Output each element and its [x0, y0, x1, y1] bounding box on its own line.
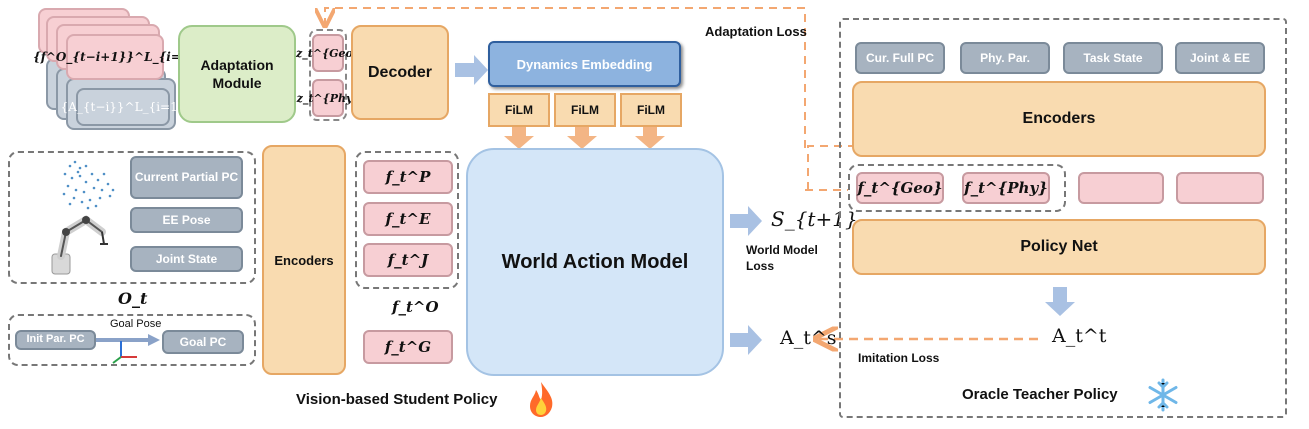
feature-e-label: f_t^E	[385, 210, 431, 228]
teacher-input-label: Joint & EE	[1189, 50, 1250, 65]
decoder-to-dynamics-arrow	[455, 55, 488, 85]
latent-group	[309, 29, 347, 121]
policy-net: Policy Net	[852, 219, 1266, 275]
student-encoders-label: Encoders	[274, 252, 334, 268]
robot-arm-icon	[51, 215, 108, 275]
teacher-encoders: Encoders	[852, 81, 1266, 157]
film-block-2: FiLM	[554, 93, 616, 127]
feature-group-label: f_t^O	[392, 298, 439, 316]
world-action-model: World Action Model	[466, 148, 724, 376]
axes-icon	[112, 341, 137, 364]
feature-p: f_t^P	[363, 160, 453, 194]
snowflake-icon	[1148, 378, 1178, 412]
teacher-feature-4	[1176, 172, 1264, 204]
teacher-policy-label: Oracle Teacher Policy	[962, 386, 1118, 403]
goal-pose-label: Goal Pose	[110, 318, 162, 330]
observation-label: O_t	[118, 289, 148, 308]
feature-j-label: f_t^J	[387, 251, 429, 269]
init-par-pc: Init Par. PC	[15, 330, 96, 350]
film-label: FiLM	[505, 103, 533, 117]
teacher-feature-3	[1078, 172, 1164, 204]
film-block-3: FiLM	[620, 93, 682, 127]
feature-p-label: f_t^P	[385, 168, 431, 186]
imitation-loss-label: Imitation Loss	[858, 351, 940, 365]
teacher-input-phy-par: Phy. Par.	[960, 42, 1050, 74]
teacher-policy-group	[839, 18, 1287, 418]
feature-group	[355, 151, 459, 289]
point-cloud-icon	[62, 160, 115, 210]
teacher-input-task-state: Task State	[1063, 42, 1163, 74]
observation-feature-history-label: {f^O_{t−i+1}}^L_{i=1}	[33, 50, 197, 64]
z-geo-box: z_t^{Geo}	[296, 34, 360, 72]
teacher-feature-phy-label: f_t^{Phy}	[964, 179, 1048, 197]
student-encoders: Encoders	[262, 145, 346, 375]
z-geo-label: z_t^{Geo}	[296, 46, 360, 60]
teacher-feature-geo-label: f_t^{Geo}	[857, 179, 943, 197]
teacher-input-full-pc: Cur. Full PC	[855, 42, 945, 74]
joint-state: Joint State	[130, 246, 243, 272]
joint-state-label: Joint State	[155, 251, 218, 266]
dynamics-embedding: Dynamics Embedding	[488, 41, 681, 87]
feature-e: f_t^E	[363, 202, 453, 236]
teacher-input-label: Phy. Par.	[980, 50, 1030, 65]
teacher-feature-phy: f_t^{Phy}	[962, 172, 1050, 204]
adaptation-module-label: Adaptation Module	[200, 56, 274, 91]
teacher-feature-geo: f_t^{Geo}	[856, 172, 944, 204]
film-block-1: FiLM	[488, 93, 550, 127]
z-phy-box: z_t^{Phy}	[297, 79, 359, 117]
z-phy-label: z_t^{Phy}	[296, 91, 360, 105]
next-state-label: S_{t+1}	[771, 207, 858, 231]
fire-icon	[530, 382, 553, 417]
feature-goal-label: f_t^G	[384, 338, 432, 356]
feature-j: f_t^J	[363, 243, 453, 277]
adaptation-module: Adaptation Module	[178, 25, 296, 123]
goal-group	[8, 314, 256, 366]
teacher-feature-group	[848, 164, 1066, 212]
adaptation-loss-label: Adaptation Loss	[705, 24, 807, 39]
world-action-model-label: World Action Model	[501, 250, 689, 273]
teacher-input-label: Task State	[1083, 50, 1143, 65]
init-par-pc-label: Init Par. PC	[26, 333, 85, 346]
teacher-encoders-label: Encoders	[1022, 110, 1096, 127]
observation-feature-history-stack: {f^O_{t−i+1}}^L_{i=1}	[33, 34, 197, 80]
film-label: FiLM	[637, 103, 665, 117]
current-partial-pc: Current Partial PC	[130, 156, 243, 199]
decoder: Decoder	[351, 25, 449, 120]
world-model-loss-label: World Model Loss	[746, 243, 818, 273]
teacher-action-label: A_t^t	[1052, 325, 1107, 347]
observation-group	[8, 151, 256, 284]
ee-pose: EE Pose	[130, 207, 243, 233]
decoder-label: Decoder	[367, 63, 433, 81]
policy-net-label: Policy Net	[1020, 238, 1098, 255]
film-label: FiLM	[571, 103, 599, 117]
teacher-input-label: Cur. Full PC	[865, 50, 934, 65]
teacher-input-joint-ee: Joint & EE	[1175, 42, 1265, 74]
feature-goal: f_t^G	[363, 330, 453, 364]
action-history-stack: {A_{t−i}}^L_{i=1}	[61, 88, 185, 126]
goal-pc-label: Goal PC	[179, 334, 227, 349]
student-action-label: A_t^s	[780, 327, 837, 349]
student-policy-label: Vision-based Student Policy	[296, 391, 498, 408]
dynamics-embedding-label: Dynamics Embedding	[516, 56, 653, 72]
current-partial-pc-label: Current Partial PC	[134, 170, 239, 184]
goal-pc: Goal PC	[162, 330, 244, 354]
ee-pose-label: EE Pose	[162, 212, 211, 227]
action-history-label: {A_{t−i}}^L_{i=1}	[60, 100, 186, 114]
